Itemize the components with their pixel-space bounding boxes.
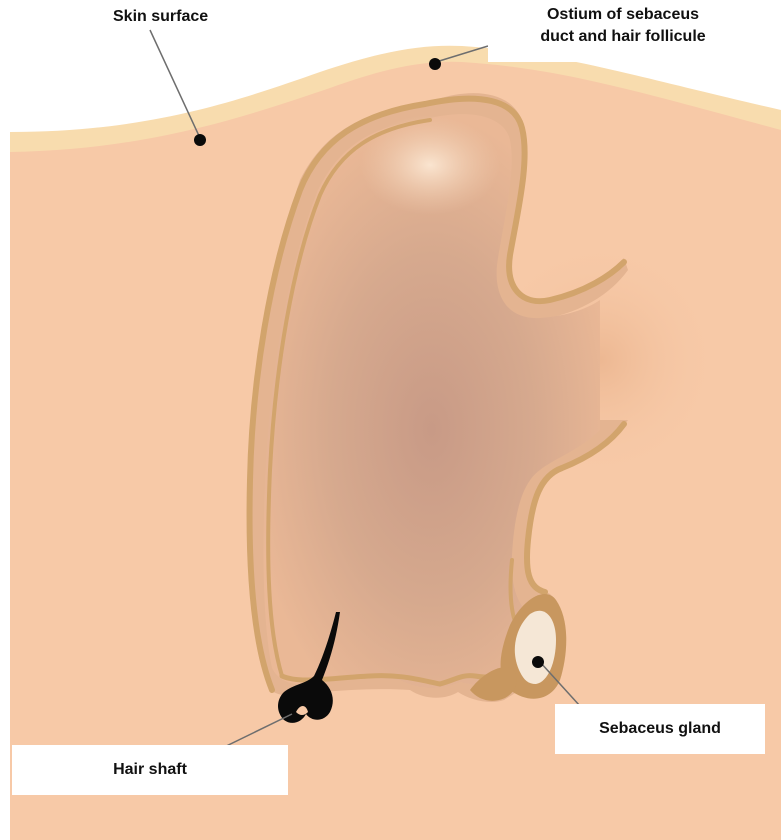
- label-ostium: Ostium of sebaceus duct and hair follicu…: [488, 4, 758, 62]
- lumen-highlight: [360, 115, 500, 215]
- label-ostium-line1: Ostium of sebaceus: [488, 4, 758, 26]
- label-ostium-line2: duct and hair follicule: [488, 26, 758, 48]
- marker-dot-sebaceous-gland: [532, 656, 544, 668]
- marker-dot-ostium: [429, 58, 441, 70]
- label-hair-shaft-text: Hair shaft: [113, 761, 187, 779]
- label-sebaceous-gland-text: Sebaceus gland: [599, 720, 721, 738]
- marker-dot-skin-surface: [194, 134, 206, 146]
- label-hair-shaft: Hair shaft: [12, 745, 288, 795]
- label-sebaceous-gland: Sebaceus gland: [555, 704, 765, 754]
- label-skin-surface: Skin surface: [113, 6, 208, 28]
